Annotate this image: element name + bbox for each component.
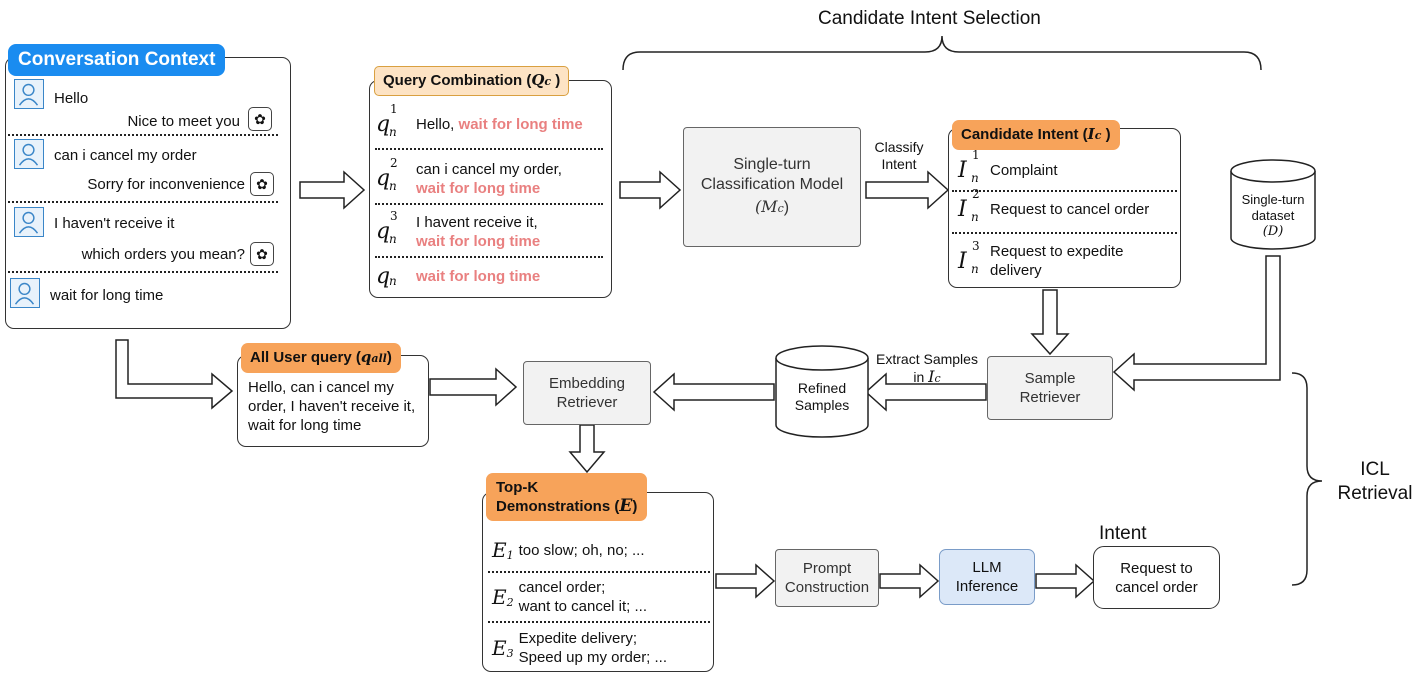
topk-title: Top-K Demonstrations (E) [486, 473, 648, 521]
divider [8, 201, 278, 203]
bot-logo-icon: ✿ [250, 172, 274, 196]
dataset-label: Single-turn dataset (D) [1241, 192, 1305, 239]
candidate-selection-label: Candidate Intent Selection [818, 8, 1041, 29]
refined-samples-label: Refined Samples [794, 380, 850, 413]
divider [952, 190, 1177, 192]
candidate-intent-panel [948, 128, 1181, 288]
conversation-context-panel [5, 57, 291, 329]
icl-brace [1291, 372, 1323, 586]
arrow-refined-to-embedding [652, 372, 775, 412]
bot-logo-icon: ✿ [250, 242, 274, 266]
divider [488, 571, 710, 573]
all-user-query-text: Hello, can i cancel my order, I haven't … [248, 379, 416, 434]
bot-logo-icon: ✿ [248, 107, 272, 131]
divider [375, 203, 603, 205]
user-message: I haven't receive it [54, 215, 175, 232]
user-message: Hello [54, 90, 89, 107]
divider [8, 271, 278, 273]
dataset-cylinder [1230, 159, 1316, 250]
extract-samples-label: Extract Samples in Ic [876, 351, 978, 386]
classification-model-box: Single-turn Classification Model (Mc) [683, 127, 861, 247]
all-user-query-title: All User query (qall) [241, 343, 401, 373]
arrow-prompt-to-llm [879, 563, 940, 599]
sample-retriever-box: Sample Retriever [987, 356, 1113, 420]
bot-message: which orders you mean? [81, 246, 245, 263]
user-avatar-icon [10, 278, 40, 308]
divider [375, 256, 603, 258]
arrow-conversation-to-allquery [115, 339, 234, 410]
candidate-intent-title: Candidate Intent (Ic ) [952, 120, 1120, 150]
intent-output-box: Request to cancel order [1093, 546, 1220, 609]
arrow-embedding-to-topk [568, 424, 606, 474]
prompt-construction-box: Prompt Construction [775, 549, 879, 607]
user-avatar-icon [14, 79, 44, 109]
arrow-query-to-classifier [619, 170, 682, 210]
arrow-intent-to-sample [1030, 289, 1070, 356]
user-message: wait for long time [50, 287, 164, 304]
arrow-query-to-embedding [429, 367, 518, 407]
embedding-retriever-box: Embedding Retriever [523, 361, 651, 425]
classify-intent-label: Classify Intent [874, 139, 924, 172]
arrow-dataset-to-sample [1112, 255, 1281, 392]
topk-panel [482, 492, 714, 672]
arrow-topk-to-prompt [715, 563, 776, 599]
selection-brace [622, 35, 1262, 71]
user-message: can i cancel my order [54, 147, 197, 164]
arrow-llm-to-output [1035, 563, 1096, 599]
arrow-classifier-to-intent [865, 170, 950, 210]
query-combination-title: Query Combination (Qc ) [374, 66, 570, 96]
icl-retrieval-label: ICL Retrieval [1337, 459, 1413, 504]
query-combination-panel [369, 80, 612, 298]
arrow-sample-to-refined [864, 372, 987, 412]
divider [8, 134, 278, 136]
divider [375, 148, 603, 150]
bot-message: Sorry for inconvenience [87, 176, 245, 193]
bot-message: Nice to meet you [127, 113, 240, 130]
divider [952, 232, 1177, 234]
conversation-context-title: Conversation Context [8, 44, 226, 76]
user-avatar-icon [14, 139, 44, 169]
llm-inference-box: LLM Inference [939, 549, 1035, 605]
refined-samples-cylinder [775, 345, 869, 438]
user-avatar-icon [14, 207, 44, 237]
arrow-conversation-to-query [299, 170, 366, 210]
intent-output-label: Intent [1099, 523, 1147, 544]
divider [488, 621, 710, 623]
